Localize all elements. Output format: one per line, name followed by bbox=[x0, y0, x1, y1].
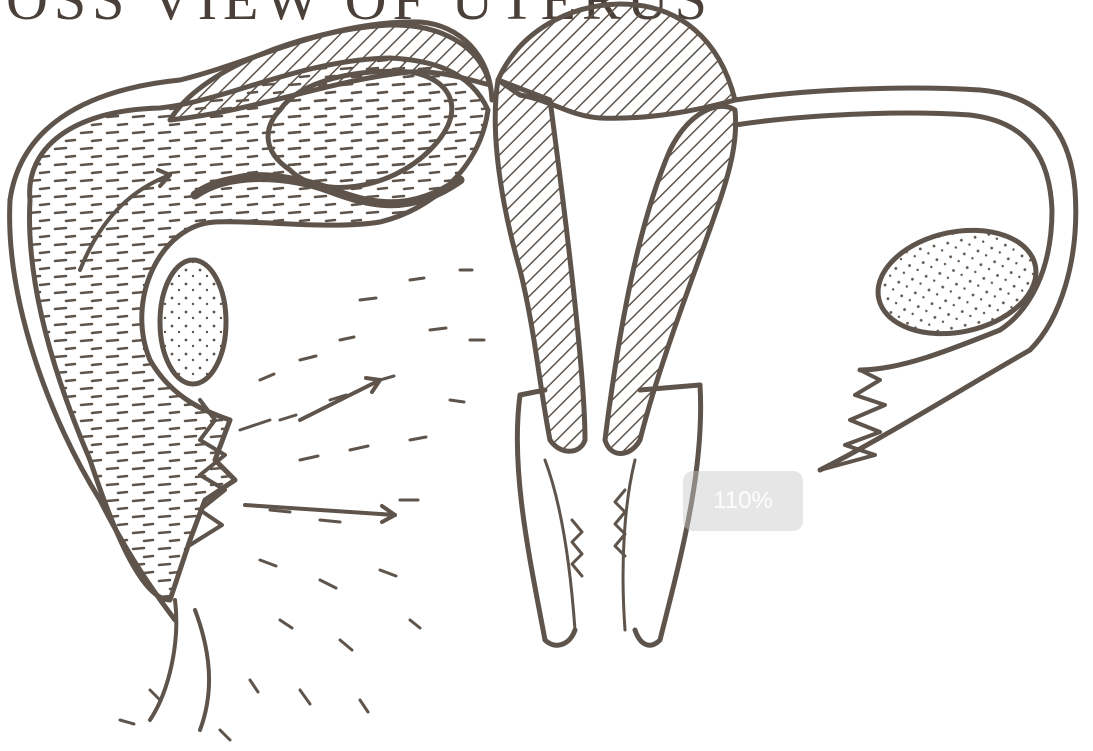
left-ovary bbox=[160, 260, 226, 384]
zoom-level-badge: 110% bbox=[683, 471, 803, 531]
right-ovary bbox=[868, 216, 1045, 347]
